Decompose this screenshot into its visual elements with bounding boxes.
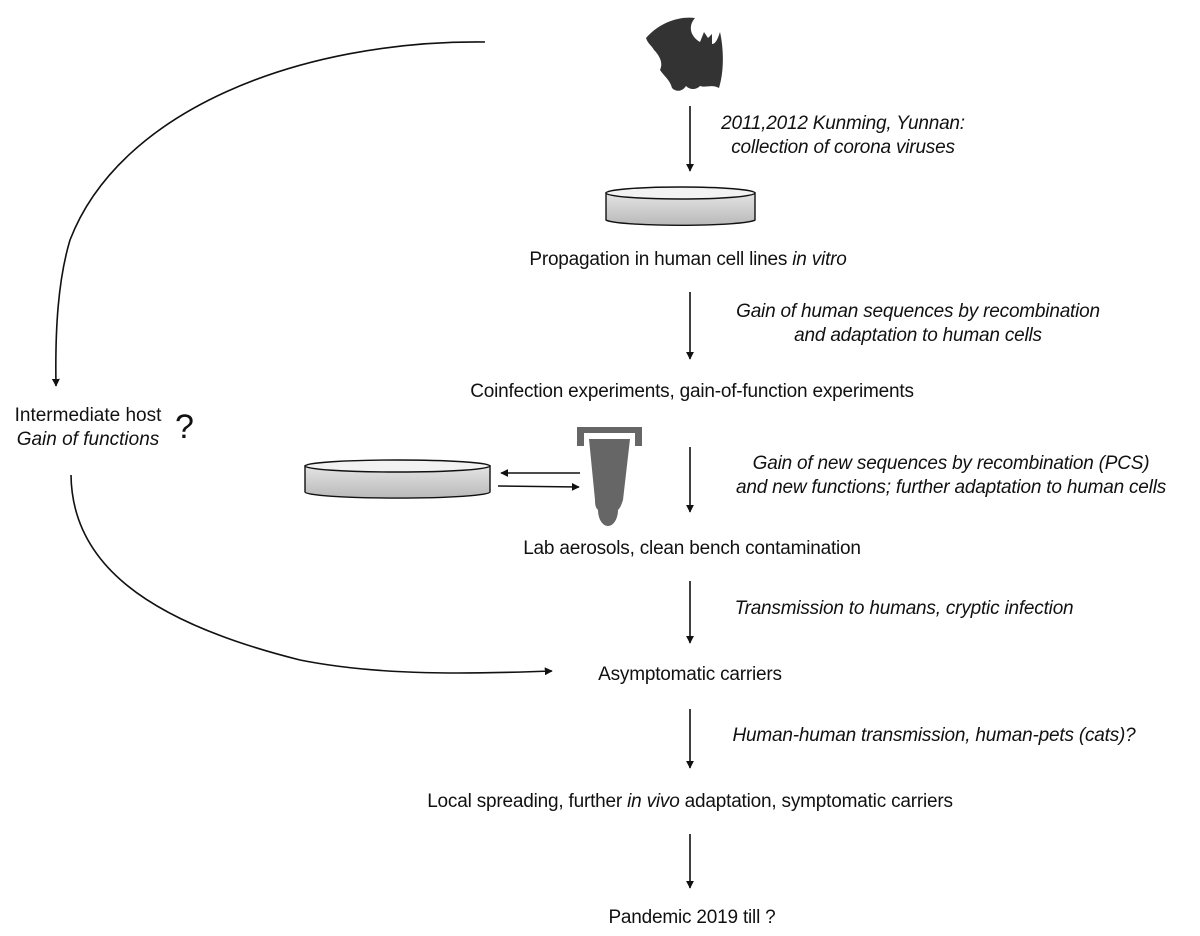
petri-dish-icon: [605, 186, 756, 227]
step-lab-aerosols: Lab aerosols, clean bench contamination: [523, 538, 861, 559]
note-line: Gain of human sequences by recombination: [736, 301, 1100, 322]
step-text: Local spreading, further: [427, 791, 628, 812]
dish-to-tube-arrow: [497, 482, 580, 491]
step-pandemic: Pandemic 2019 till ?: [608, 907, 776, 928]
step-text: adaptation, symptomatic carriers: [679, 791, 953, 812]
step-local-spreading: Local spreading, further in vivo adaptat…: [427, 790, 953, 814]
note-line: and new functions; further adaptation to…: [735, 477, 1167, 498]
note-gain-new-sequences: Gain of new sequences by recombination (…: [736, 452, 1166, 500]
note-line: Gain of new sequences by recombination (…: [752, 453, 1150, 474]
intermediate-host-label: Intermediate host Gain of functions: [8, 404, 168, 452]
host-to-carriers-curve: [70, 474, 553, 676]
note-transmission-humans: Transmission to humans, cryptic infectio…: [734, 598, 1074, 619]
note-collection: 2011,2012 Kunming, Yunnan: collection of…: [721, 112, 965, 160]
intermediate-host-subtitle: Gain of functions: [16, 429, 160, 450]
step-italic: in vivo: [627, 791, 680, 812]
step-text: Propagation in human cell lines: [529, 249, 793, 270]
note-line: collection of corona viruses: [731, 137, 955, 158]
eppendorf-tube-icon: [577, 427, 642, 526]
intermediate-host-title: Intermediate host: [14, 405, 162, 426]
question-mark: ?: [175, 408, 194, 446]
step-asymptomatic-carriers: Asymptomatic carriers: [598, 664, 782, 685]
step-coinfection: Coinfection experiments, gain-of-functio…: [470, 381, 914, 402]
bat-to-host-curve: [51, 41, 486, 387]
petri-dish-icon: [304, 459, 491, 499]
note-gain-human-sequences: Gain of human sequences by recombination…: [736, 300, 1100, 348]
step-italic: in vitro: [792, 249, 847, 270]
note-human-human: Human-human transmission, human-pets (ca…: [732, 725, 1136, 746]
step-propagation: Propagation in human cell lines in vitro: [529, 248, 847, 272]
note-line: 2011,2012 Kunming, Yunnan:: [721, 113, 965, 134]
note-line: and adaptation to human cells: [794, 325, 1042, 346]
bat-icon: [646, 17, 723, 91]
